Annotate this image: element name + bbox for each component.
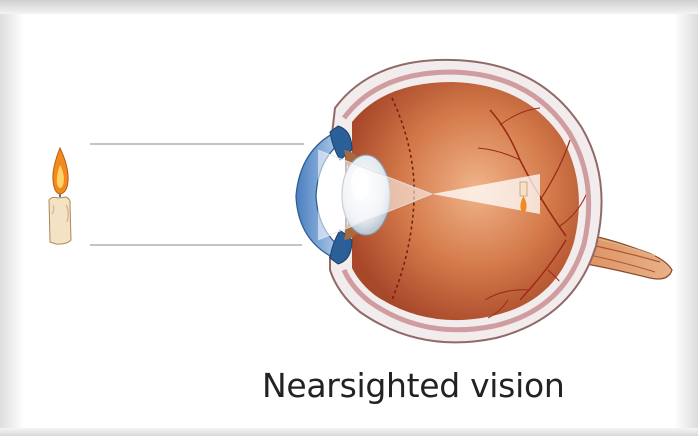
light-rays	[90, 144, 304, 245]
diagram-caption: Nearsighted vision	[262, 366, 622, 405]
candle-icon	[49, 148, 71, 244]
